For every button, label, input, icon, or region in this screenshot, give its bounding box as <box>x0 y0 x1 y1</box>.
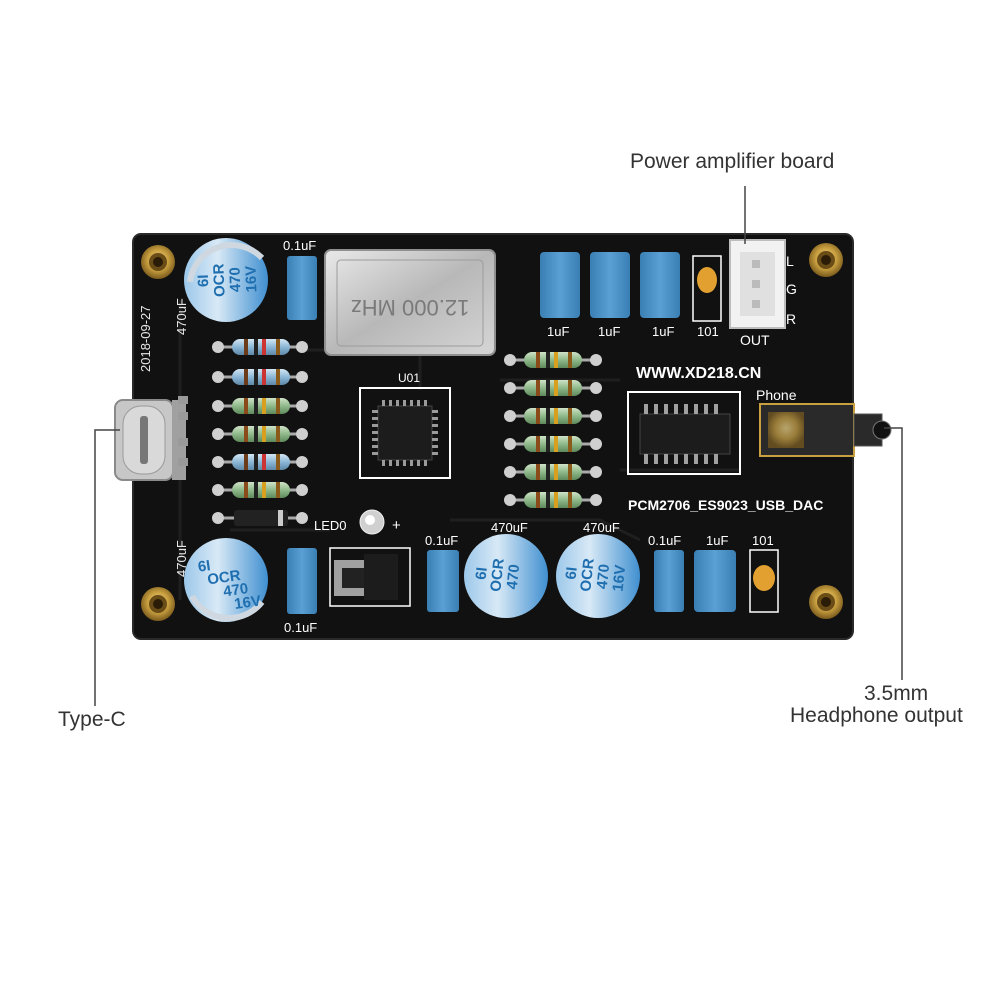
svg-text:U01: U01 <box>398 371 420 385</box>
callout-headphone-size: 3.5mm <box>864 682 929 705</box>
cap-label-470uf-center-1: 470uF <box>491 520 528 535</box>
svg-text:+: + <box>392 517 401 534</box>
svg-text:12.000 MHz: 12.000 MHz <box>351 295 470 320</box>
svg-text:L: L <box>786 253 794 269</box>
resistor-array-left <box>212 339 308 498</box>
electrolytic-capacitor: 6I OCR 470 16V <box>184 538 268 622</box>
svg-text:OCR: OCR <box>210 263 228 297</box>
svg-text:101: 101 <box>752 533 774 548</box>
headphone-jack: Phone <box>756 387 892 457</box>
svg-text:1uF: 1uF <box>547 324 569 339</box>
svg-text:470: 470 <box>227 267 245 293</box>
cap-label-0-1uf-right: 0.1uF <box>648 533 681 548</box>
svg-text:6I: 6I <box>563 566 581 580</box>
pcb <box>133 234 853 639</box>
cap-label-470uf-center-2: 470uF <box>583 520 620 535</box>
cap-label-0-1uf-center: 0.1uF <box>425 533 458 548</box>
mounting-hole-bottom-left <box>141 587 175 621</box>
svg-text:6I: 6I <box>197 557 212 576</box>
svg-text:G: G <box>786 281 797 297</box>
svg-text:Phone: Phone <box>756 387 797 403</box>
ceramic-capacitor: 101 <box>692 255 722 339</box>
cap-label-1uf-right: 1uF <box>706 533 728 548</box>
led: LED0 + <box>314 509 401 535</box>
date-label: 2018-09-27 <box>138 306 153 373</box>
output-connector: L G R OUT <box>729 239 797 348</box>
voltage-regulator <box>329 547 411 607</box>
crystal-oscillator: 12.000 MHz <box>324 249 496 356</box>
svg-text:OCR: OCR <box>487 557 507 592</box>
callout-line-headphone <box>884 427 903 680</box>
svg-text:OCR: OCR <box>577 557 597 592</box>
mounting-hole-bottom-right <box>809 585 843 619</box>
callout-line-type-c <box>94 429 120 706</box>
electrolytic-capacitor: 6I OCR 470 16V <box>184 238 268 322</box>
model-label: PCM2706_ES9023_USB_DAC <box>628 497 823 513</box>
callout-power-amplifier-board: Power amplifier board <box>630 150 835 173</box>
svg-text:1uF: 1uF <box>598 324 620 339</box>
svg-text:16V: 16V <box>233 592 262 613</box>
film-capacitor <box>694 550 736 612</box>
cap-label-0-1uf-bottom: 0.1uF <box>284 620 317 635</box>
diode <box>212 510 308 526</box>
svg-text:6I: 6I <box>473 566 491 580</box>
mounting-hole-top-left <box>141 245 175 279</box>
svg-text:R: R <box>786 311 796 327</box>
electrolytic-capacitor: 6I OCR 470 <box>464 534 548 618</box>
film-capacitor <box>287 256 317 320</box>
film-capacitor <box>287 548 317 614</box>
svg-text:470: 470 <box>222 580 249 600</box>
film-capacitor-group-1uf: 1uF 1uF 1uF <box>540 252 680 339</box>
svg-text:6I: 6I <box>195 274 212 287</box>
cap-label-470uf-top: 470uF <box>174 298 189 335</box>
cap-label-470uf-left: 470uF <box>174 540 189 577</box>
svg-text:OUT: OUT <box>740 332 770 348</box>
usb-type-c-connector <box>114 396 188 481</box>
svg-text:470: 470 <box>594 563 614 590</box>
svg-text:1uF: 1uF <box>652 324 674 339</box>
svg-text:16V: 16V <box>610 564 630 592</box>
resistor-array-right <box>504 352 602 508</box>
svg-text:16V: 16V <box>243 265 261 292</box>
ic-chip-u01: U01 <box>359 371 451 479</box>
callout-headphone-output: Headphone output <box>790 704 963 727</box>
mounting-hole-top-right <box>809 243 843 277</box>
ic-chip-soic <box>627 391 741 475</box>
svg-text:101: 101 <box>697 324 719 339</box>
website-label: WWW.XD218.CN <box>636 365 761 382</box>
callout-type-c: Type-C <box>58 708 126 731</box>
film-capacitor <box>427 550 459 612</box>
electrolytic-capacitor: 6I OCR 470 16V <box>556 534 640 618</box>
svg-text:LED0: LED0 <box>314 518 347 533</box>
cap-label-0-1uf: 0.1uF <box>283 238 316 253</box>
svg-text:470: 470 <box>504 563 524 590</box>
svg-text:OCR: OCR <box>206 567 242 588</box>
film-capacitor <box>654 550 684 612</box>
ceramic-capacitor: 101 <box>749 533 779 613</box>
